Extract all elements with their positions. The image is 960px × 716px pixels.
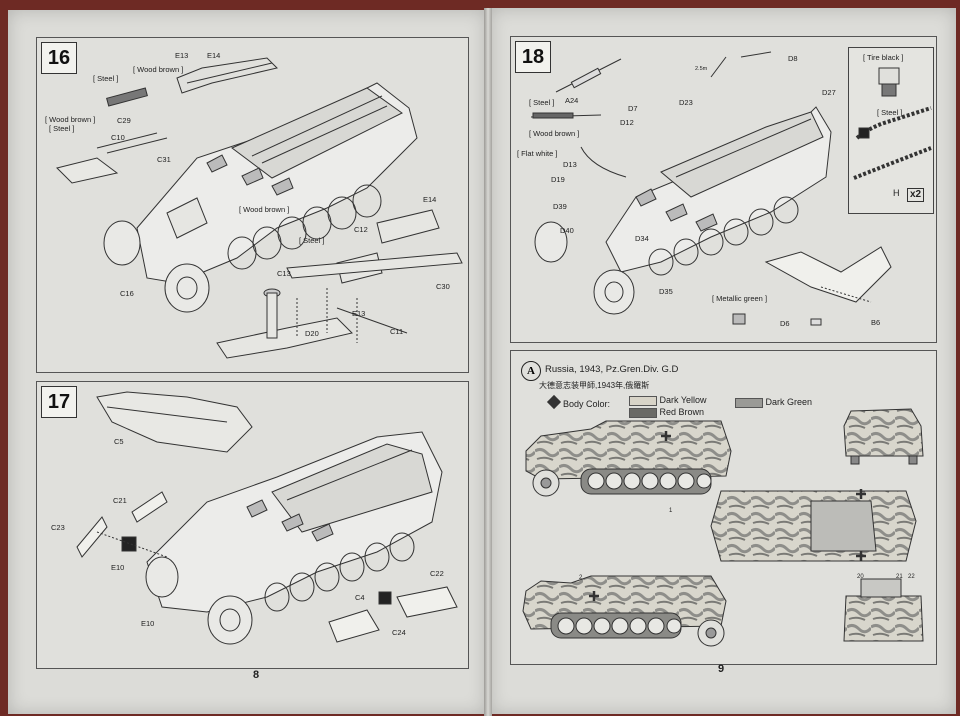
body-color-label: Body Color: xyxy=(546,394,611,410)
label-multiplier: x2 xyxy=(907,188,925,202)
label-steel: [ Steel ] xyxy=(93,74,119,83)
label-dimension: 2.5m xyxy=(695,66,708,72)
label-b6: B6 xyxy=(871,318,881,327)
label-c4: C4 xyxy=(355,593,365,602)
label-wood-brown: [ Wood brown ] xyxy=(133,65,184,74)
label-d34: D34 xyxy=(635,234,649,243)
swatch-dark-green xyxy=(735,397,763,408)
label-d23: D23 xyxy=(679,98,693,107)
label-d13: D13 xyxy=(563,160,577,169)
label-c22: C22 xyxy=(430,569,444,578)
label-c12: C12 xyxy=(354,225,368,234)
label-d27: D27 xyxy=(822,88,836,97)
label-d7: D7 xyxy=(628,104,638,113)
label-d39: D39 xyxy=(553,202,567,211)
swatch-red-brown xyxy=(629,407,657,418)
tire-detail-inset: [ Tire black ] [ Steel ] H x2 xyxy=(848,47,934,214)
color-name: Red Brown xyxy=(659,407,705,417)
label-tire-black: [ Tire black ] xyxy=(863,53,904,62)
label-c30: C30 xyxy=(436,282,450,291)
label-d19: D19 xyxy=(551,175,565,184)
label-a24: A24 xyxy=(565,96,579,105)
step-18-drawing xyxy=(530,51,892,326)
step-16-panel: 16 xyxy=(36,37,469,373)
scheme-title: Russia, 1943, Pz.Gren.Div. G.D xyxy=(545,364,679,375)
step-number: 18 xyxy=(515,41,551,73)
label-steel: [ Steel ] xyxy=(49,124,75,133)
label-steel: [ Steel ] xyxy=(877,108,903,117)
label-part-h: H xyxy=(893,188,900,198)
callout-number: 2 xyxy=(579,575,583,581)
label-c11: C11 xyxy=(390,327,404,336)
booklet-spine xyxy=(484,8,492,716)
color-name: Dark Yellow xyxy=(659,395,707,405)
color-name: Dark Green xyxy=(765,397,813,407)
label-c5: C5 xyxy=(114,437,124,446)
callout-number: 20 xyxy=(857,574,864,580)
label-c23: C23 xyxy=(51,523,65,532)
color-dark-yellow: Dark Yellow xyxy=(629,395,707,406)
label-d20: D20 xyxy=(305,329,319,338)
color-dark-green: Dark Green xyxy=(735,397,812,408)
label-e10: E10 xyxy=(111,563,125,572)
label-c29: C29 xyxy=(117,116,131,125)
label-c24: C24 xyxy=(392,628,406,637)
callout-number: 22 xyxy=(908,574,915,580)
callout-number: 1 xyxy=(669,508,673,514)
step-number: 17 xyxy=(41,386,77,418)
label-d12: D12 xyxy=(620,118,634,127)
label-d35: D35 xyxy=(659,287,673,296)
step-17-drawing xyxy=(76,391,458,645)
label-steel: [ Steel ] xyxy=(529,98,555,107)
step-number: 16 xyxy=(41,42,77,74)
swatch-dark-yellow xyxy=(629,395,657,406)
label-steel: [ Steel ] xyxy=(299,236,325,245)
label-wood-brown: [ Wood brown ] xyxy=(529,129,580,138)
label-e14: E14 xyxy=(207,51,221,60)
label-d40: D40 xyxy=(560,226,574,235)
color-red-brown: Red Brown xyxy=(629,407,704,418)
label-wood-brown: [ Wood brown ] xyxy=(45,115,96,124)
camo-vehicle-views xyxy=(522,408,924,647)
scheme-letter: A xyxy=(521,361,541,381)
label-c21: C21 xyxy=(113,496,127,505)
step-16-drawing xyxy=(56,57,463,359)
label-e13: E13 xyxy=(352,309,366,318)
paint-scheme-panel: A Russia, 1943, Pz.Gren.Div. G.D 大德意志装甲師… xyxy=(510,350,937,665)
label-e14: E14 xyxy=(423,195,437,204)
label-flat-white: [ Flat white ] xyxy=(517,149,558,158)
tire-detail-drawing xyxy=(853,67,932,180)
label-c13: C13 xyxy=(277,269,291,278)
label-c16: C16 xyxy=(120,289,134,298)
label-e10: E10 xyxy=(141,619,155,628)
page-number: 8 xyxy=(253,669,260,681)
label-d6: D6 xyxy=(780,319,790,328)
label-e13: E13 xyxy=(175,51,189,60)
step-17-panel: 17 C5 C21 xyxy=(36,381,469,669)
scheme-subtitle-cn: 大德意志装甲師,1943年,俄羅斯 xyxy=(539,381,650,390)
body-color-text: Body Color: xyxy=(563,399,611,409)
label-c10: C10 xyxy=(111,133,125,142)
callout-number: 21 xyxy=(896,574,903,580)
page-number: 9 xyxy=(718,663,725,675)
label-wood-brown: [ Wood brown ] xyxy=(239,205,290,214)
step-18-panel: 18 xyxy=(510,36,937,343)
label-c31: C31 xyxy=(157,155,171,164)
label-d8: D8 xyxy=(788,54,798,63)
label-metallic-green: [ Metallic green ] xyxy=(712,294,768,303)
